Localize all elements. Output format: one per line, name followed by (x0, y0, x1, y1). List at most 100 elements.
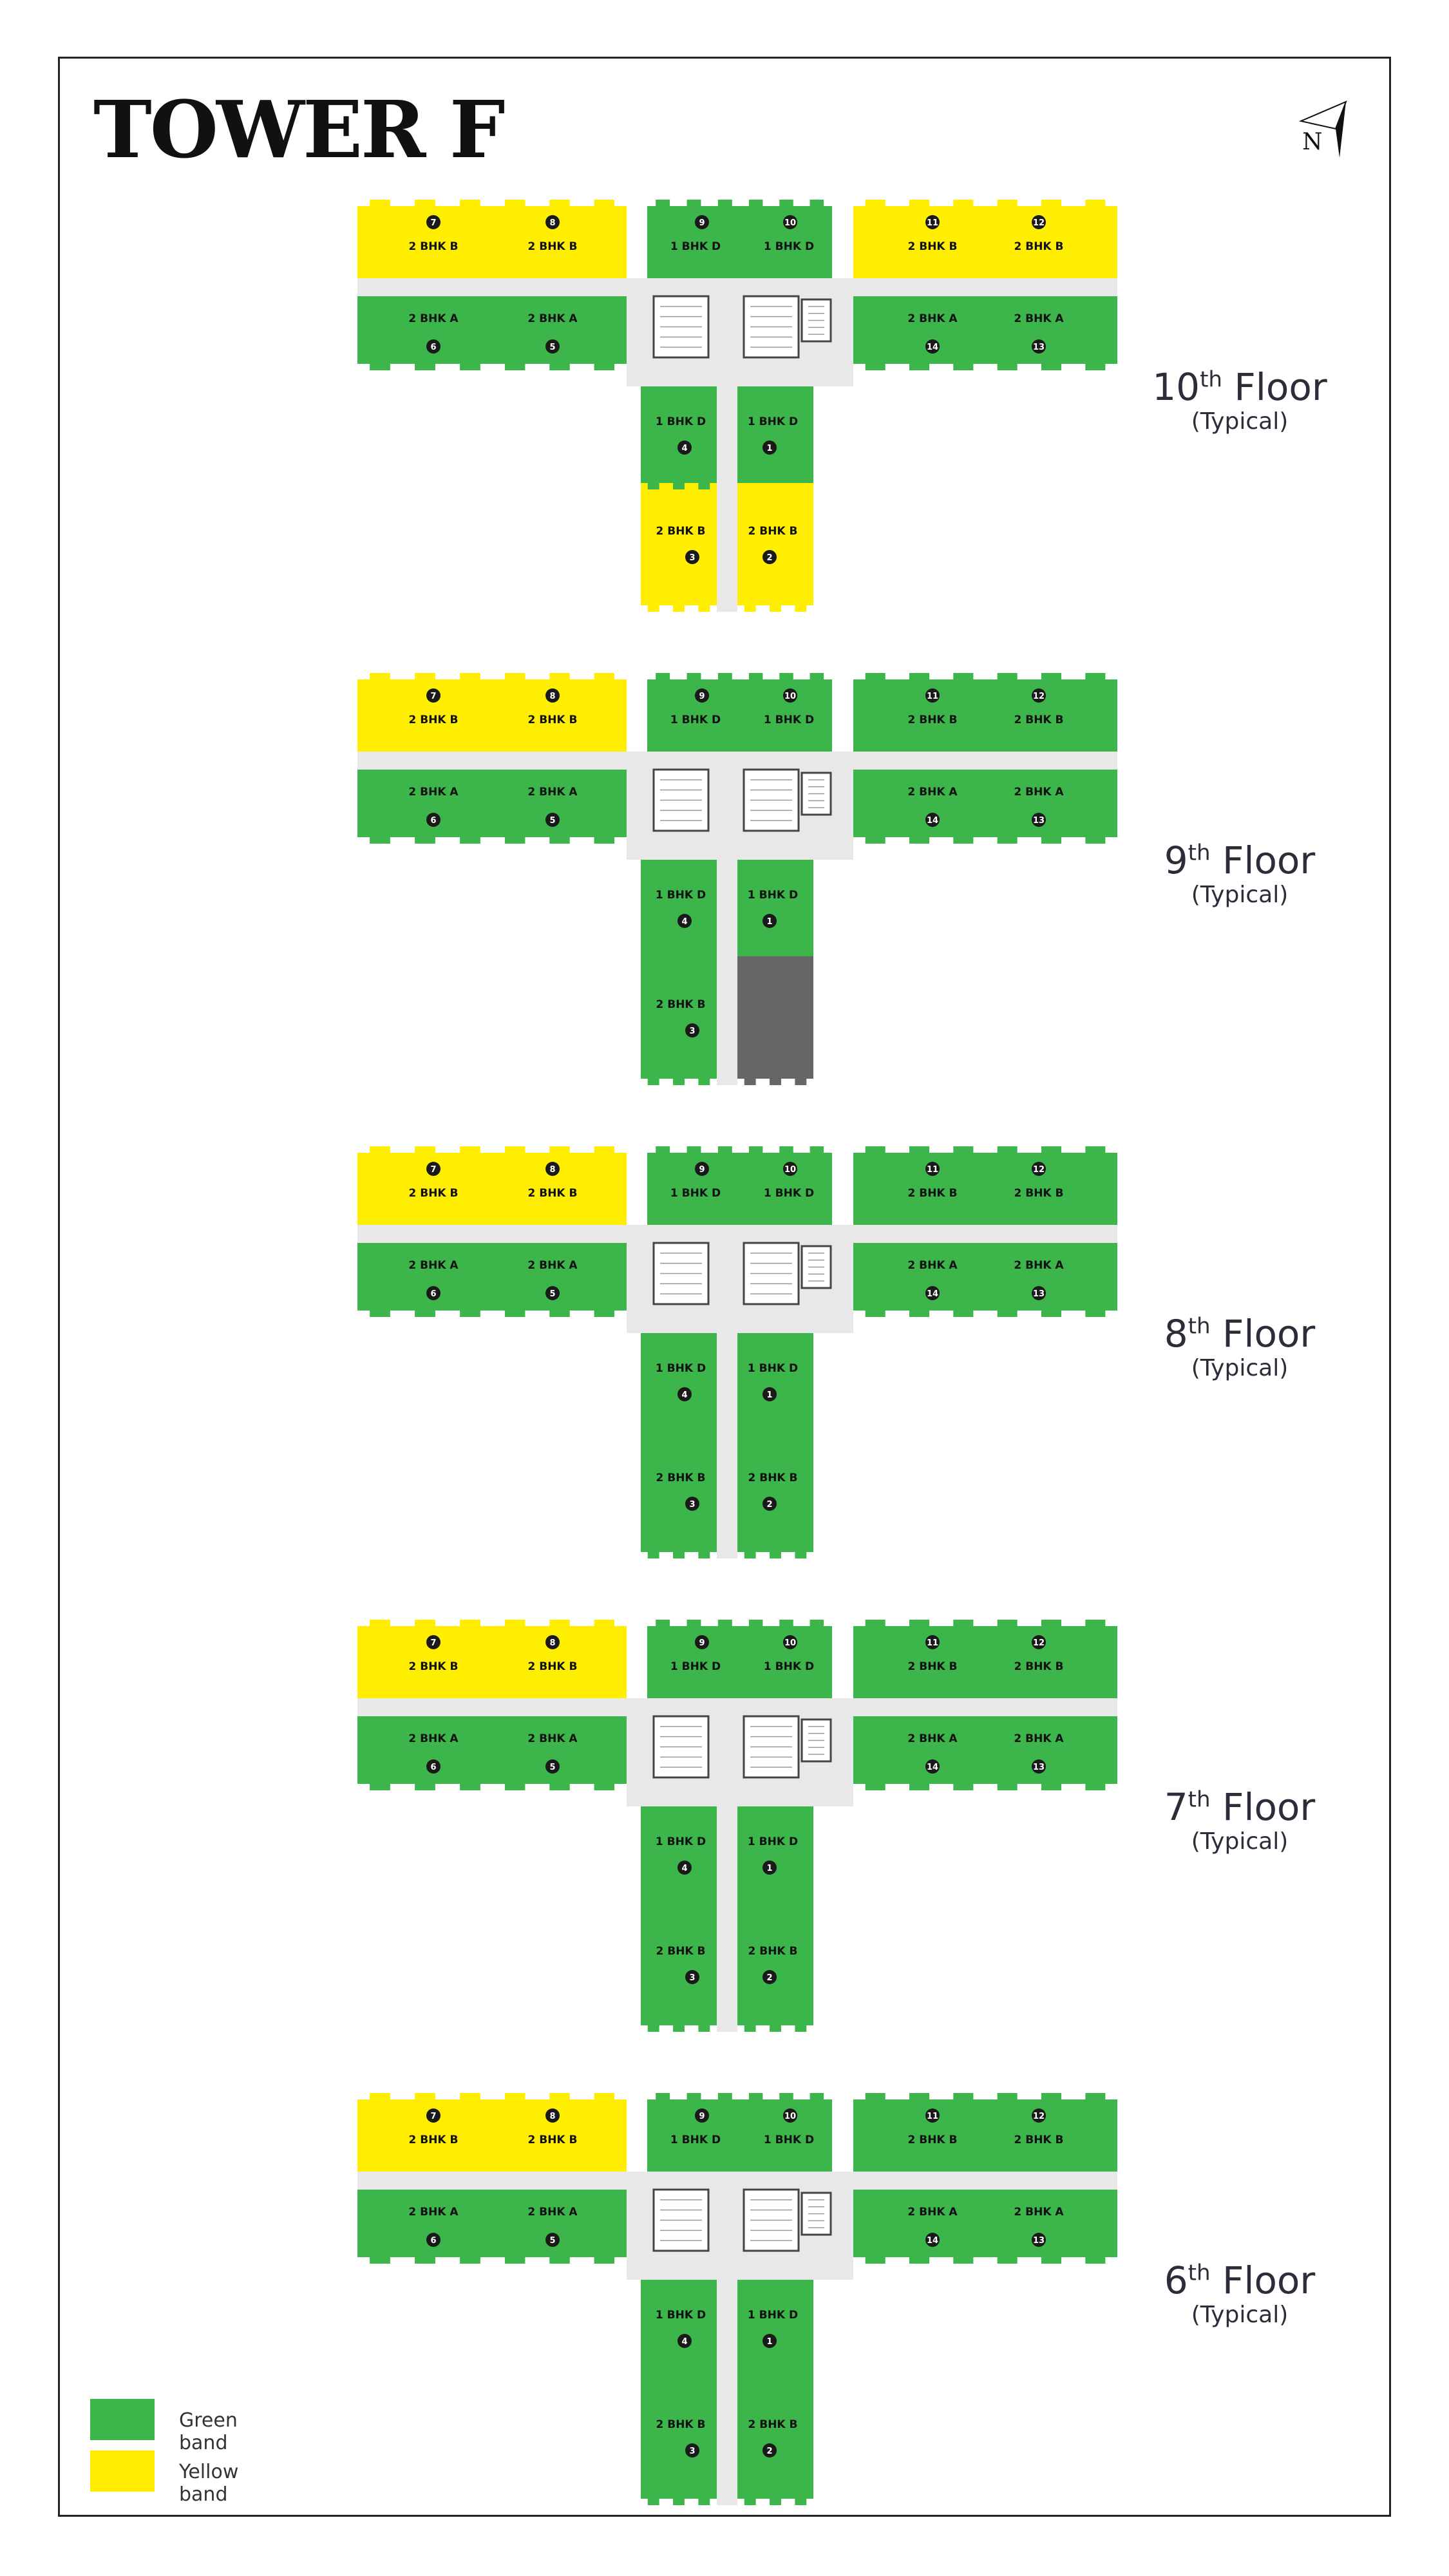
unit-3[interactable]: 2 BHK B3 (641, 1903, 717, 2032)
unit-1[interactable]: 1 BHK D1 (737, 860, 813, 963)
unit-number: 1 (766, 1864, 772, 1873)
unit-2[interactable] (737, 956, 813, 1085)
unit-13[interactable]: 2 BHK A13 (985, 1716, 1117, 1790)
legend-swatch-yellow (90, 2450, 155, 2492)
unit-9[interactable]: 1 BHK D9 (647, 673, 741, 752)
unit-12[interactable]: 2 BHK B12 (985, 2093, 1117, 2172)
unit-3[interactable]: 2 BHK B3 (641, 1430, 717, 1558)
unit-number: 1 (766, 917, 772, 927)
unit-6[interactable]: 2 BHK A6 (357, 2190, 493, 2264)
unit-11[interactable]: 2 BHK B11 (853, 2093, 985, 2172)
unit-11[interactable]: 2 BHK B11 (853, 200, 985, 278)
unit-shape (493, 770, 627, 837)
unit-2[interactable]: 2 BHK B2 (737, 1903, 813, 2032)
unit-14[interactable]: 2 BHK A14 (853, 1716, 985, 1790)
unit-13[interactable]: 2 BHK A13 (985, 2190, 1117, 2264)
unit-7[interactable]: 2 BHK B7 (357, 1146, 493, 1225)
unit-6[interactable]: 2 BHK A6 (357, 1243, 493, 1317)
unit-type-label: 2 BHK B (409, 714, 459, 726)
balcony (909, 673, 930, 679)
unit-14[interactable]: 2 BHK A14 (853, 770, 985, 844)
legend-label-green: Green band (179, 2409, 238, 2454)
unit-10[interactable]: 1 BHK D10 (741, 200, 832, 278)
unit-11[interactable]: 2 BHK B11 (853, 1146, 985, 1225)
unit-12[interactable]: 2 BHK B12 (985, 673, 1117, 752)
unit-9[interactable]: 1 BHK D9 (647, 200, 741, 278)
unit-9[interactable]: 1 BHK D9 (647, 2093, 741, 2172)
balcony (953, 1620, 974, 1626)
unit-4[interactable]: 1 BHK D4 (641, 386, 717, 489)
unit-3[interactable]: 2 BHK B3 (641, 2376, 717, 2505)
unit-13[interactable]: 2 BHK A13 (985, 1243, 1117, 1317)
unit-12[interactable]: 2 BHK B12 (985, 1146, 1117, 1225)
unit-number: 12 (1033, 2112, 1045, 2121)
unit-6[interactable]: 2 BHK A6 (357, 1716, 493, 1790)
unit-11[interactable]: 2 BHK B11 (853, 1620, 985, 1698)
unit-number: 7 (430, 692, 436, 701)
unit-8[interactable]: 2 BHK B8 (493, 2093, 627, 2172)
unit-11[interactable]: 2 BHK B11 (853, 673, 985, 752)
unit-shape (853, 1243, 985, 1311)
unit-13[interactable]: 2 BHK A13 (985, 296, 1117, 370)
unit-7[interactable]: 2 BHK B7 (357, 1620, 493, 1698)
unit-10[interactable]: 1 BHK D10 (741, 2093, 832, 2172)
unit-8[interactable]: 2 BHK B8 (493, 200, 627, 278)
unit-10[interactable]: 1 BHK D10 (741, 1146, 832, 1225)
unit-5[interactable]: 2 BHK A5 (493, 2190, 627, 2264)
unit-number: 11 (927, 692, 938, 701)
unit-2[interactable]: 2 BHK B2 (737, 2376, 813, 2505)
unit-2[interactable]: 2 BHK B2 (737, 483, 813, 612)
unit-14[interactable]: 2 BHK A14 (853, 2190, 985, 2264)
unit-number-badge (677, 1387, 692, 1401)
unit-3[interactable]: 2 BHK B3 (641, 956, 717, 1085)
unit-4[interactable]: 1 BHK D4 (641, 860, 717, 963)
unit-8[interactable]: 2 BHK B8 (493, 1620, 627, 1698)
unit-13[interactable]: 2 BHK A13 (985, 770, 1117, 844)
unit-12[interactable]: 2 BHK B12 (985, 200, 1117, 278)
floor-name: 6th Floor (1133, 2260, 1346, 2302)
unit-type-label: 2 BHK A (907, 786, 958, 799)
unit-5[interactable]: 2 BHK A5 (493, 770, 627, 844)
unit-12[interactable]: 2 BHK B12 (985, 1620, 1117, 1698)
unit-1[interactable]: 1 BHK D1 (737, 386, 813, 489)
unit-number-badge (762, 440, 777, 455)
unit-4[interactable]: 1 BHK D4 (641, 2280, 717, 2383)
unit-4[interactable]: 1 BHK D4 (641, 1806, 717, 1909)
unit-type-label: 1 BHK D (656, 2309, 706, 2322)
unit-7[interactable]: 2 BHK B7 (357, 2093, 493, 2172)
unit-type-label: 2 BHK A (408, 312, 459, 325)
floor-number: 6 (1164, 2259, 1188, 2302)
balcony (549, 1784, 570, 1790)
unit-8[interactable]: 2 BHK B8 (493, 1146, 627, 1225)
unit-14[interactable]: 2 BHK A14 (853, 1243, 985, 1317)
unit-2[interactable]: 2 BHK B2 (737, 1430, 813, 1558)
unit-7[interactable]: 2 BHK B7 (357, 200, 493, 278)
unit-1[interactable]: 1 BHK D1 (737, 1333, 813, 1436)
unit-9[interactable]: 1 BHK D9 (647, 1620, 741, 1698)
unit-8[interactable]: 2 BHK B8 (493, 673, 627, 752)
unit-9[interactable]: 1 BHK D9 (647, 1146, 741, 1225)
unit-type-label: 2 BHK B (528, 1187, 578, 1200)
unit-5[interactable]: 2 BHK A5 (493, 1243, 627, 1317)
unit-4[interactable]: 1 BHK D4 (641, 1333, 717, 1436)
unit-10[interactable]: 1 BHK D10 (741, 1620, 832, 1698)
unit-3[interactable]: 2 BHK B3 (641, 483, 717, 612)
unit-number-badge (762, 1970, 777, 1984)
unit-type-label: 2 BHK B (528, 714, 578, 726)
unit-10[interactable]: 1 BHK D10 (741, 673, 832, 752)
unit-number: 5 (549, 343, 555, 352)
unit-6[interactable]: 2 BHK A6 (357, 770, 493, 844)
unit-1[interactable]: 1 BHK D1 (737, 2280, 813, 2383)
floor-plan-drawing: 1 BHK D1 2 BHK B31 BHK D42 BHK A52 BHK A6… (357, 673, 1117, 1085)
unit-1[interactable]: 1 BHK D1 (737, 1806, 813, 1909)
unit-number: 10 (784, 1165, 796, 1175)
unit-6[interactable]: 2 BHK A6 (357, 296, 493, 370)
unit-number: 2 (766, 2447, 772, 2456)
unit-5[interactable]: 2 BHK A5 (493, 1716, 627, 1790)
unit-number: 13 (1033, 1763, 1045, 1772)
unit-shape (737, 1430, 813, 1552)
balcony (1085, 364, 1106, 370)
unit-7[interactable]: 2 BHK B 7 (357, 673, 493, 752)
unit-14[interactable]: 2 BHK A14 (853, 296, 985, 370)
unit-5[interactable]: 2 BHK A5 (493, 296, 627, 370)
